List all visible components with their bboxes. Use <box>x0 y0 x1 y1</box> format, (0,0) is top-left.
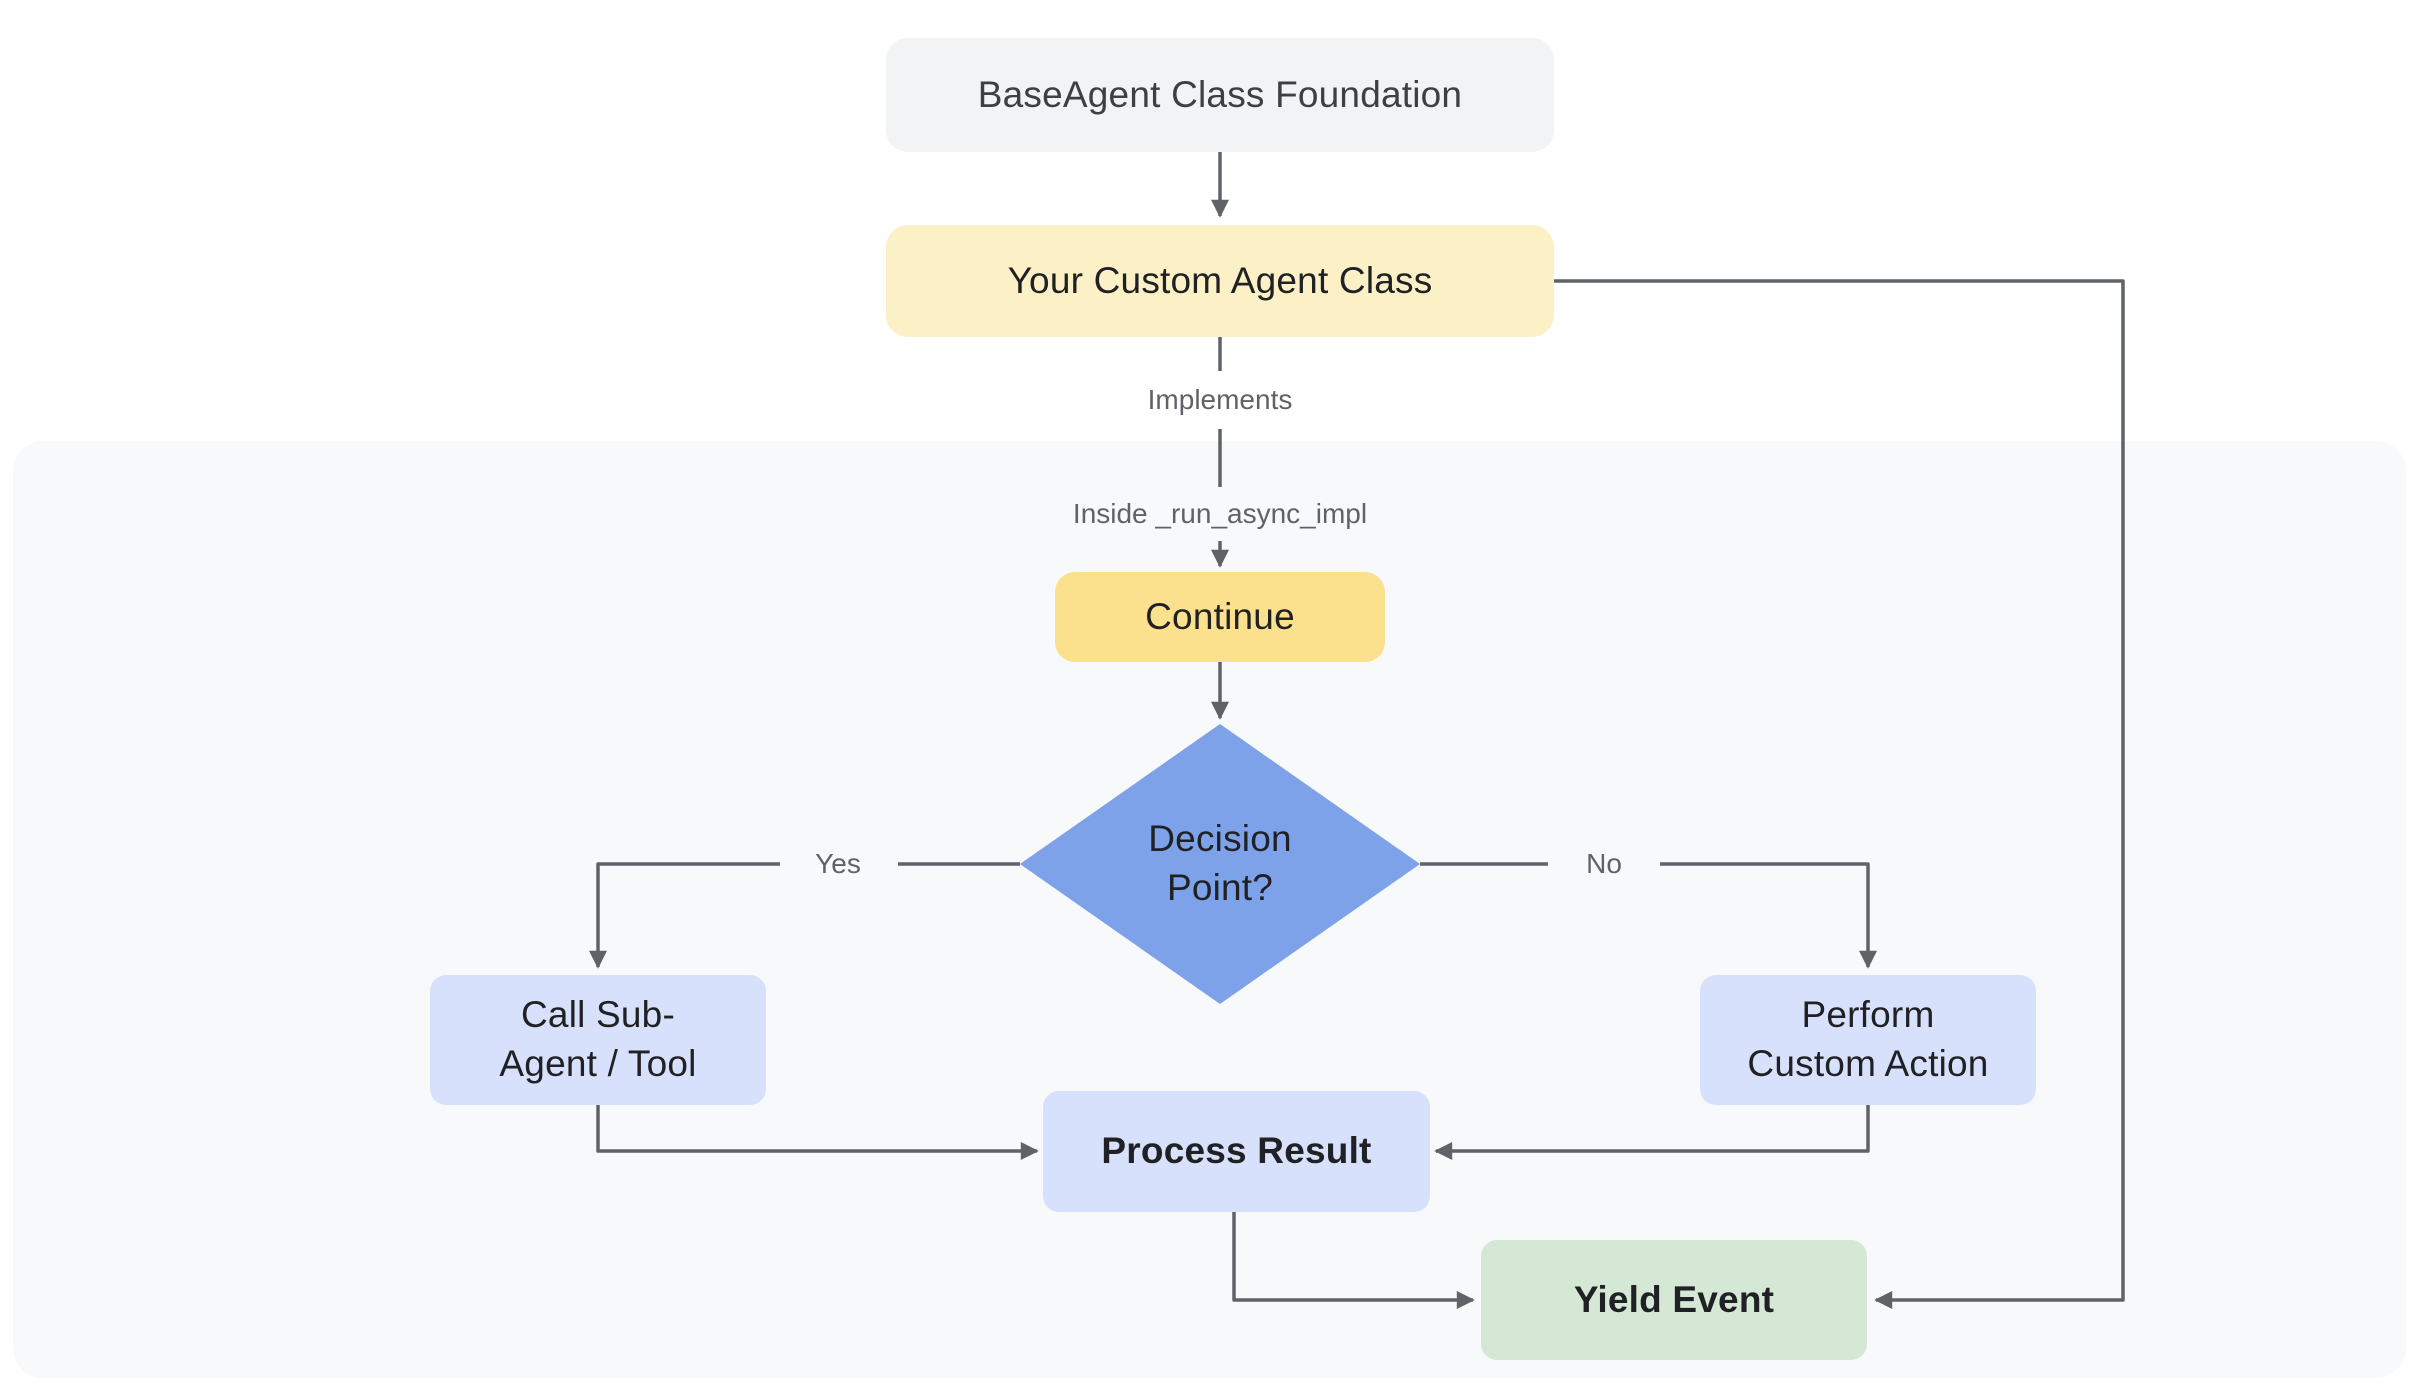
node-yield-event-label: Yield Event <box>1573 1278 1775 1320</box>
node-call-sub-agent-tool: Call Sub- Agent / Tool <box>430 975 766 1105</box>
node-custom-agent-class: Your Custom Agent Class <box>886 225 1554 337</box>
edge-label-no: No <box>1586 848 1622 879</box>
node-perform-custom-action: Perform Custom Action <box>1700 975 2036 1105</box>
node-perform-custom-action-line1: Perform <box>1801 994 1935 1036</box>
node-continue: Continue <box>1055 572 1385 662</box>
node-process-result: Process Result <box>1043 1091 1430 1212</box>
node-continue-label: Continue <box>1145 595 1295 637</box>
node-baseagent-foundation-label: BaseAgent Class Foundation <box>977 73 1463 115</box>
node-call-sub-agent-line2: Agent / Tool <box>499 1043 697 1084</box>
node-yield-event: Yield Event <box>1481 1240 1867 1360</box>
node-call-sub-agent-line1: Call Sub- <box>521 994 675 1036</box>
node-decision-line1: Decision <box>1148 818 1292 860</box>
edge-label-implements: Implements <box>1147 384 1293 415</box>
node-perform-custom-action-line2: Custom Action <box>1747 1043 1989 1084</box>
edge-label-inside-run-async-impl: Inside _run_async_impl <box>1072 498 1368 529</box>
node-baseagent-foundation: BaseAgent Class Foundation <box>886 38 1554 152</box>
node-process-result-label: Process Result <box>1101 1130 1372 1172</box>
edge-label-yes: Yes <box>815 848 861 879</box>
node-custom-agent-class-label: Your Custom Agent Class <box>1007 259 1433 301</box>
node-decision-line2: Point? <box>1166 867 1274 908</box>
